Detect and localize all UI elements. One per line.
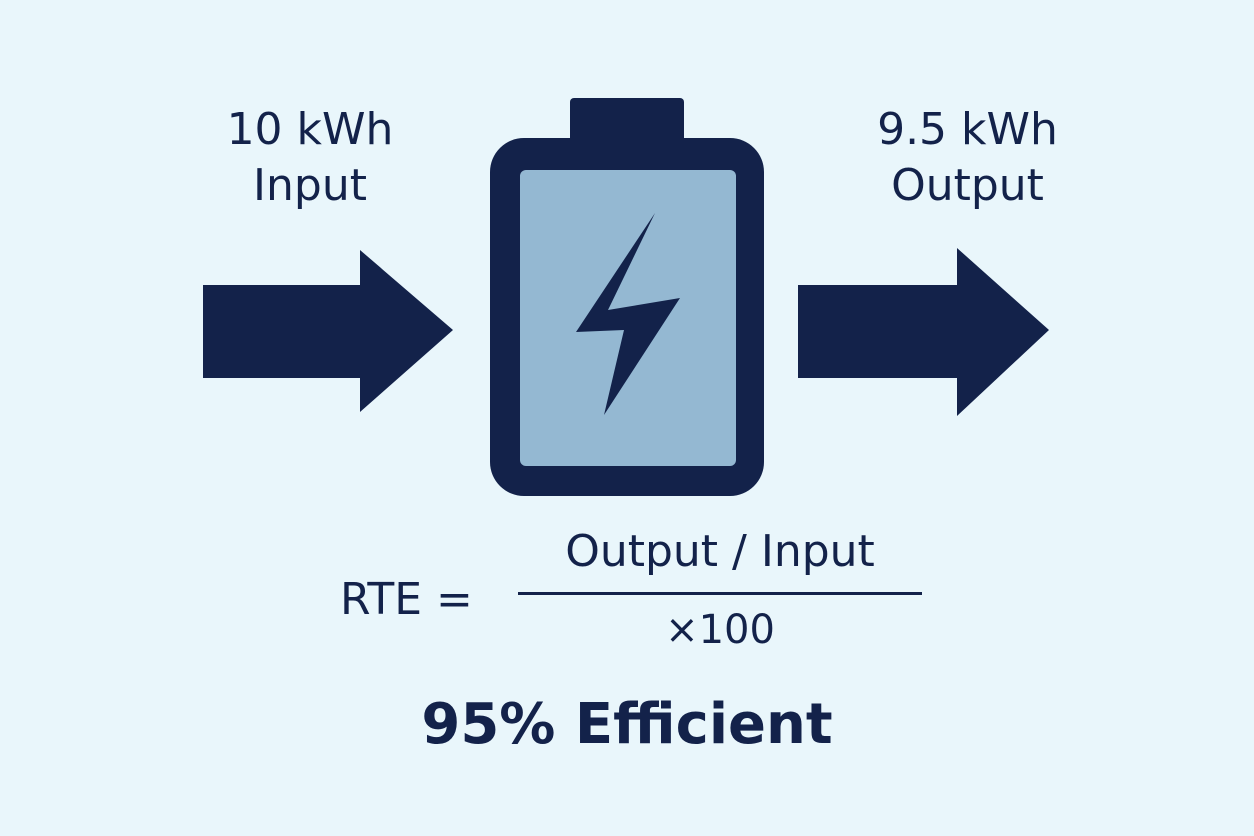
formula-denominator: ×100 bbox=[665, 607, 775, 653]
output-label: 9.5 kWh Output bbox=[825, 102, 1110, 214]
battery-icon bbox=[490, 98, 764, 496]
formula-numerator: Output / Input bbox=[565, 526, 875, 577]
output-amount: 9.5 kWh bbox=[877, 104, 1058, 155]
input-label: 10 kWh Input bbox=[180, 102, 440, 214]
lightning-bolt-icon bbox=[576, 213, 680, 415]
input-amount: 10 kWh bbox=[226, 104, 394, 155]
input-arrow-icon bbox=[203, 250, 453, 412]
fraction-bar bbox=[518, 592, 922, 595]
efficiency-result: 95% Efficient bbox=[421, 692, 833, 757]
rte-formula: RTE = Output / Input ×100 bbox=[330, 520, 930, 660]
input-word: Input bbox=[253, 160, 367, 211]
battery-terminal bbox=[570, 98, 684, 146]
output-arrow-icon bbox=[798, 248, 1049, 416]
formula-lhs: RTE = bbox=[340, 574, 473, 625]
output-word: Output bbox=[891, 160, 1044, 211]
